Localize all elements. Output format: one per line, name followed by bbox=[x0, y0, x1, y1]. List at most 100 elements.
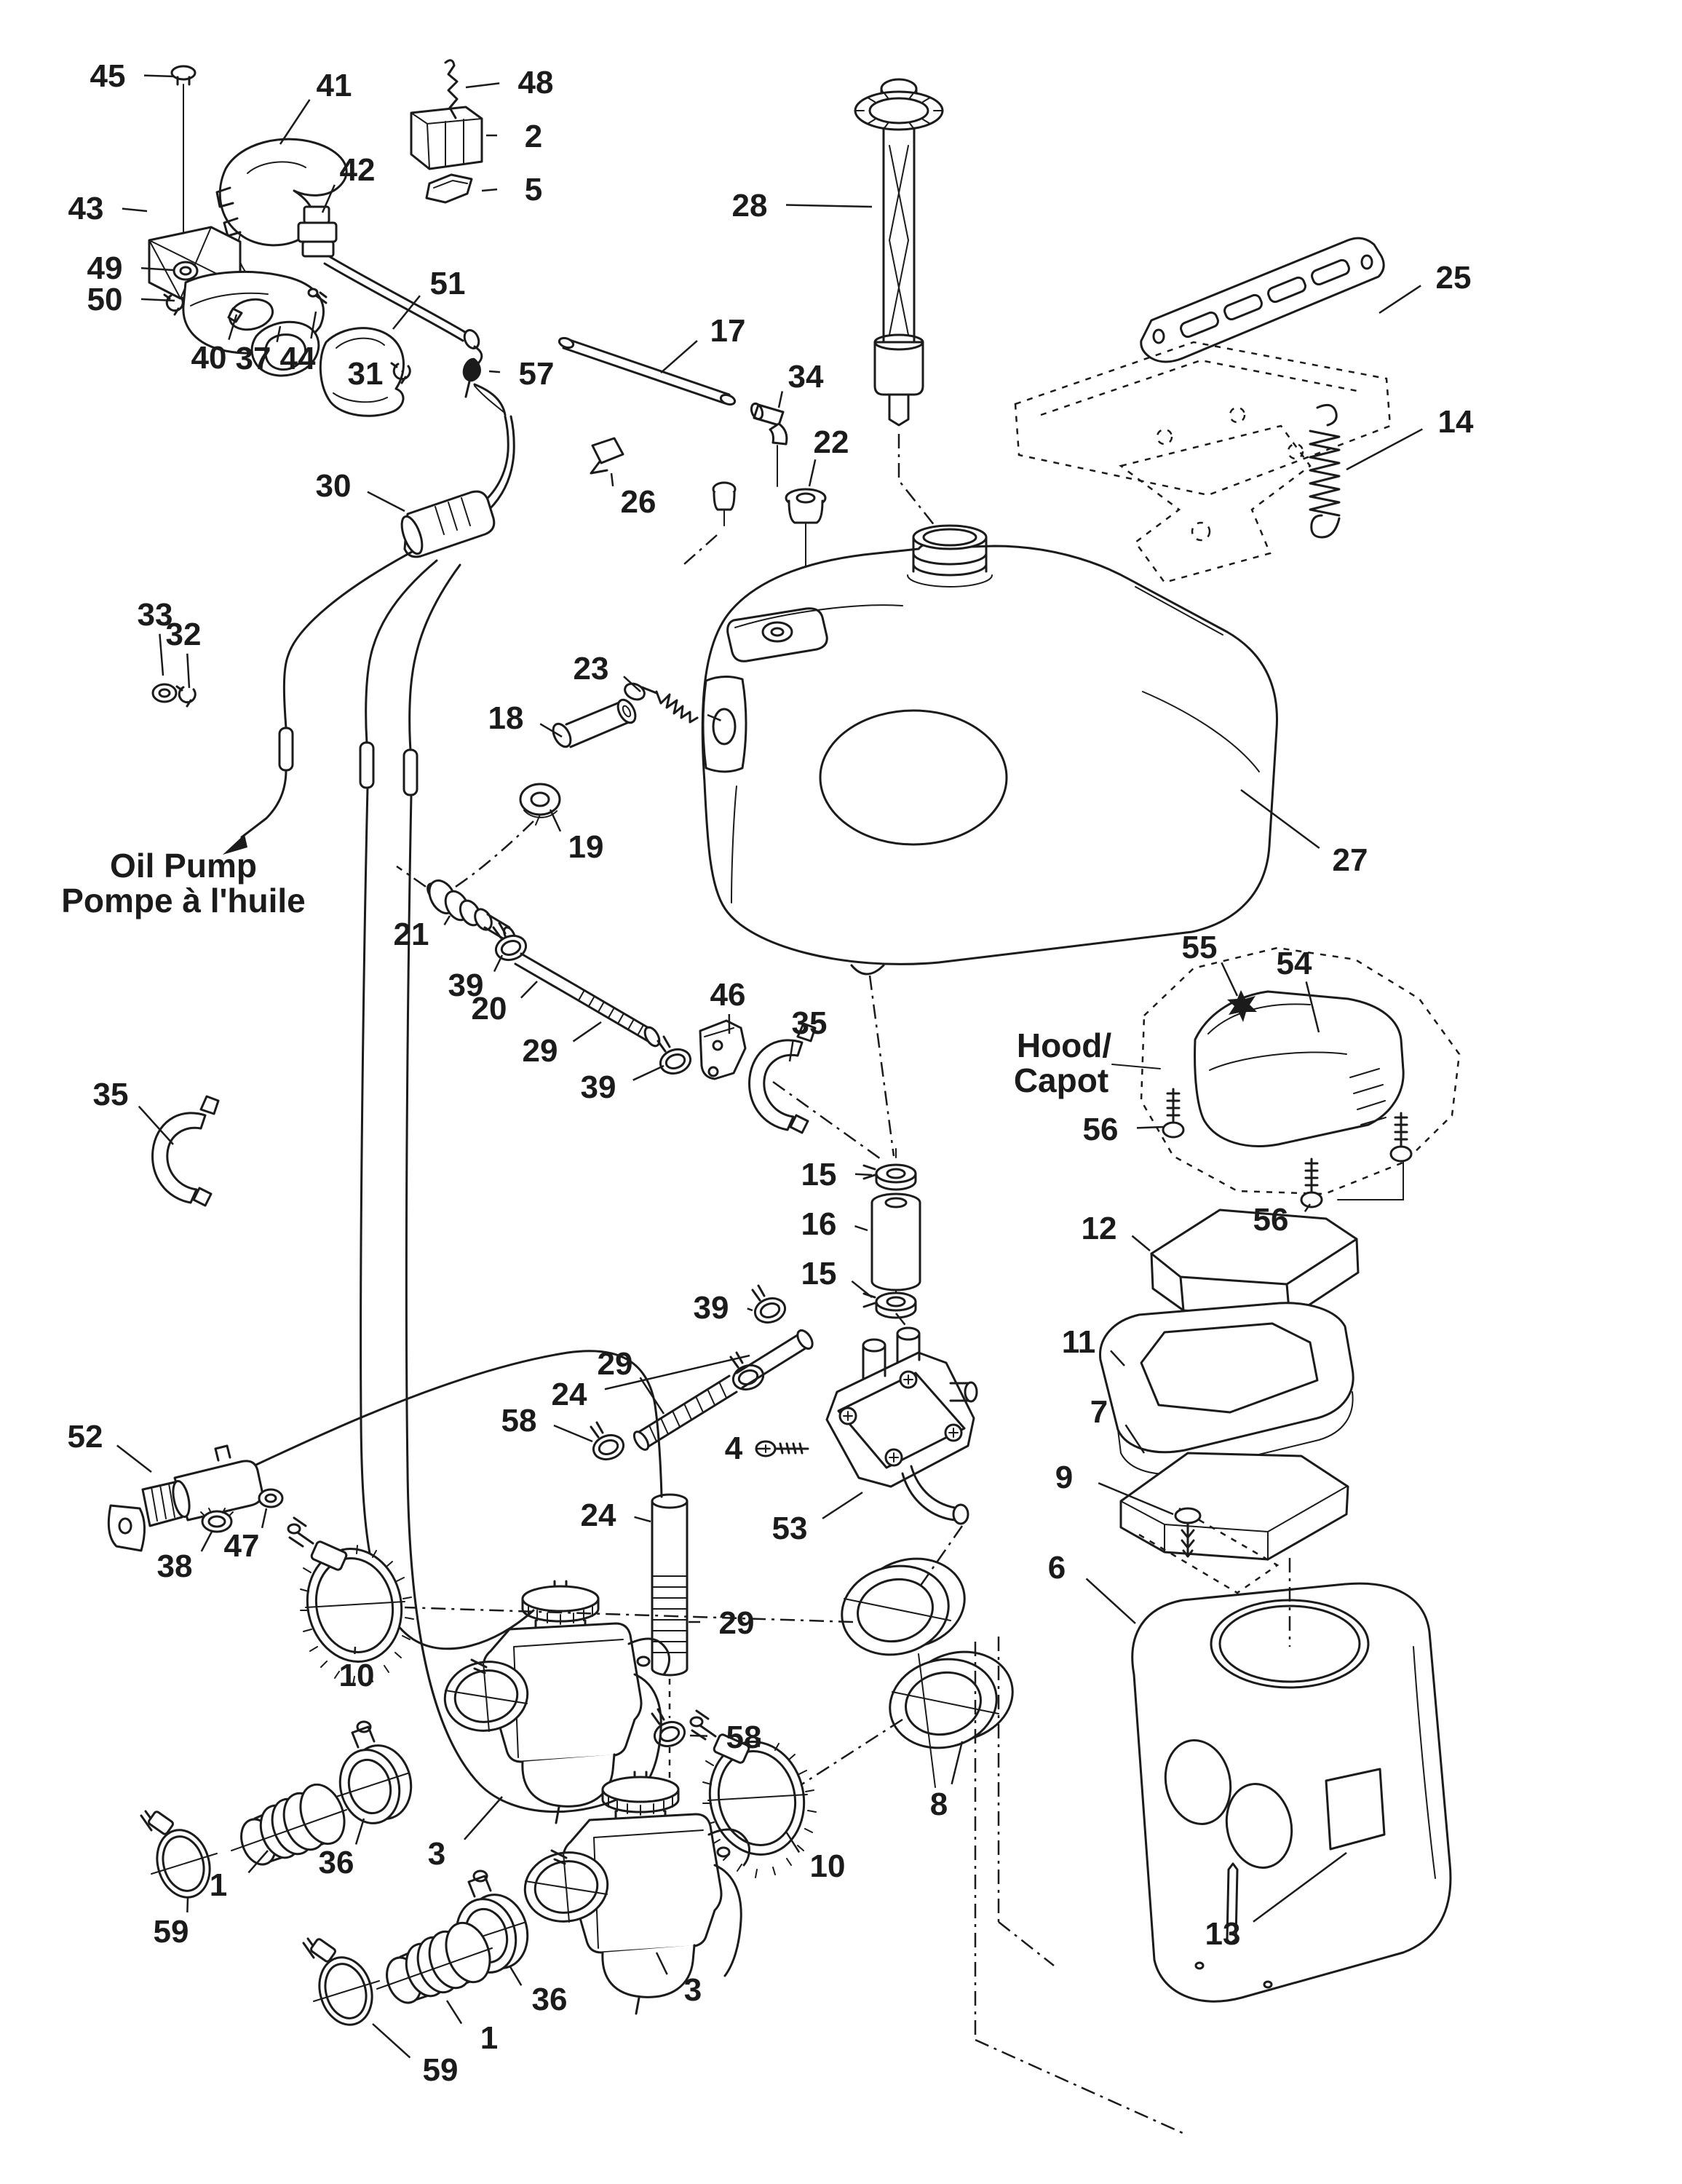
callout-40: 40 bbox=[191, 314, 238, 376]
breather-55 bbox=[1227, 990, 1257, 1022]
callout-number: 34 bbox=[788, 359, 824, 395]
leader-line bbox=[1240, 788, 1320, 850]
callout-5: 5 bbox=[481, 172, 542, 207]
fuel-filter-16 bbox=[868, 975, 921, 1332]
callout-number: 35 bbox=[93, 1077, 129, 1112]
callout-number: 57 bbox=[519, 356, 555, 392]
callout-57: 57 bbox=[488, 356, 555, 392]
callout-number: 31 bbox=[348, 356, 384, 392]
callout-number: 51 bbox=[430, 266, 466, 301]
eclip-32 bbox=[175, 685, 197, 708]
callout-36: 36 bbox=[508, 1965, 567, 2017]
callout-number: 25 bbox=[1436, 260, 1472, 296]
leader-line bbox=[464, 1796, 503, 1840]
leader-line bbox=[122, 207, 148, 213]
clamp-59b bbox=[302, 1936, 381, 2033]
callout-number: 59 bbox=[154, 1914, 189, 1950]
leader-line bbox=[1098, 1482, 1174, 1516]
callout-number: 29 bbox=[719, 1605, 755, 1641]
elbow-34 bbox=[750, 402, 788, 487]
leader-line bbox=[481, 188, 498, 192]
leader-line bbox=[808, 459, 817, 487]
clamp-39c1 bbox=[750, 1284, 790, 1328]
callout-8: 8 bbox=[930, 1741, 964, 1822]
callout-number: 36 bbox=[319, 1845, 354, 1880]
leader-line bbox=[276, 325, 282, 343]
leader-line bbox=[228, 314, 238, 340]
callout-number: 7 bbox=[1090, 1394, 1108, 1430]
callout-number: 30 bbox=[316, 468, 352, 504]
callout-15: 15 bbox=[801, 1256, 873, 1298]
callout-number: 17 bbox=[710, 313, 746, 349]
callout-number: 50 bbox=[87, 282, 123, 317]
leader-line bbox=[660, 340, 698, 373]
leader-line bbox=[445, 2000, 463, 2025]
callout-number: 24 bbox=[581, 1497, 616, 1533]
leader-line bbox=[1131, 1235, 1151, 1251]
callout-number: 18 bbox=[488, 700, 524, 736]
callout-37: 37 bbox=[236, 325, 282, 376]
leader-line bbox=[604, 1354, 750, 1390]
leader-line bbox=[186, 653, 191, 689]
callout-25: 25 bbox=[1378, 260, 1472, 314]
callout-53: 53 bbox=[772, 1491, 863, 1546]
callout-number: 29 bbox=[523, 1033, 558, 1069]
callout-34: 34 bbox=[777, 359, 824, 408]
callout-52: 52 bbox=[68, 1419, 152, 1473]
ref-line-filter bbox=[772, 1080, 881, 1160]
leader-line bbox=[785, 204, 873, 208]
console-54 bbox=[1194, 990, 1405, 1147]
leader-line bbox=[140, 298, 175, 302]
leader-line bbox=[1378, 285, 1421, 314]
leader-line bbox=[785, 1831, 801, 1853]
clamp-15a bbox=[862, 1163, 917, 1191]
ref-line-8a bbox=[404, 1606, 854, 1623]
callout-number: 56 bbox=[1253, 1202, 1289, 1238]
leader-line bbox=[159, 633, 164, 676]
callout-number: 10 bbox=[339, 1658, 375, 1693]
hood-label-fr: Capot bbox=[1014, 1061, 1108, 1099]
callout-number: 15 bbox=[801, 1157, 837, 1192]
callout-15: 15 bbox=[801, 1157, 873, 1192]
callout-11: 11 bbox=[1062, 1324, 1125, 1366]
hood-outline bbox=[1111, 946, 1461, 1195]
hose-24b-29c bbox=[651, 1493, 689, 1782]
callout-number: 47 bbox=[224, 1528, 260, 1564]
callout-59: 59 bbox=[372, 2023, 458, 2088]
flange-8a bbox=[841, 1557, 966, 1656]
callout-number: 15 bbox=[801, 1256, 837, 1291]
plate-7 bbox=[1119, 1452, 1349, 1594]
fuel-valve-52 bbox=[107, 1350, 663, 1552]
clamp-58a bbox=[589, 1421, 628, 1465]
callout-36: 36 bbox=[319, 1818, 365, 1880]
tank-fitting bbox=[683, 481, 737, 565]
callout-26: 26 bbox=[610, 472, 656, 520]
leader-line bbox=[138, 1105, 174, 1145]
leader-line bbox=[279, 99, 311, 145]
callout-number: 53 bbox=[772, 1511, 808, 1546]
leader-line bbox=[553, 1424, 593, 1443]
callout-number: 20 bbox=[472, 991, 507, 1026]
grommet-19 bbox=[451, 783, 561, 891]
leader-line bbox=[392, 295, 421, 330]
seal-38 bbox=[200, 1508, 234, 1533]
callout-19: 19 bbox=[549, 809, 603, 865]
leader-line bbox=[747, 1307, 753, 1312]
leader-line bbox=[520, 981, 538, 999]
callout-number: 54 bbox=[1277, 946, 1312, 981]
spacer-18 bbox=[552, 698, 637, 748]
callout-1: 1 bbox=[210, 1850, 269, 1903]
callout-35: 35 bbox=[93, 1077, 174, 1145]
callout-number: 16 bbox=[801, 1206, 837, 1242]
callout-6: 6 bbox=[1048, 1550, 1136, 1624]
oil-pump-label-en: Oil Pump bbox=[110, 847, 257, 885]
washer-33 bbox=[151, 683, 178, 703]
callout-39: 39 bbox=[694, 1290, 753, 1326]
callout-21: 21 bbox=[394, 915, 451, 952]
callout-28: 28 bbox=[732, 188, 873, 223]
callout-39: 39 bbox=[581, 1064, 665, 1105]
callout-number: 26 bbox=[621, 484, 656, 520]
callout-number: 39 bbox=[581, 1069, 616, 1105]
washer-47 bbox=[258, 1488, 284, 1508]
callout-58: 58 bbox=[689, 1720, 761, 1755]
